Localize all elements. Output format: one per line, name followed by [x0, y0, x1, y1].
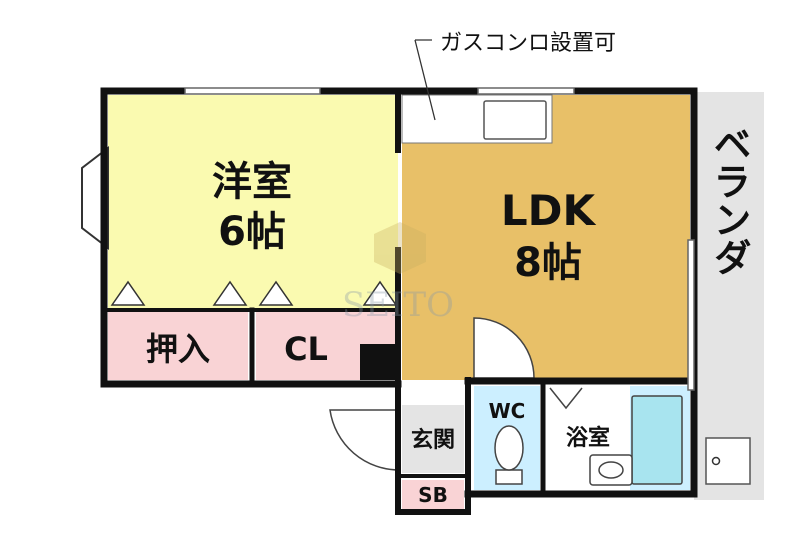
- oshiire-label: 押入: [146, 330, 210, 368]
- genkan-label: 玄関: [411, 427, 455, 453]
- veranda-label: ベランダ: [707, 124, 751, 276]
- windows: [184, 87, 695, 391]
- gas-stove-leader: [414, 39, 436, 121]
- closet-label: CL: [284, 330, 328, 368]
- genkan-area: [402, 405, 464, 473]
- sink-icon: [483, 100, 547, 140]
- washbasin-icon: [589, 454, 633, 486]
- western-room-name: 洋室: [212, 159, 292, 205]
- oshiire-closet: [108, 312, 248, 380]
- watermark: SEITO: [342, 222, 454, 325]
- ldk-room-size: 8帖: [514, 240, 582, 286]
- western-room-size: 6帖: [218, 209, 286, 255]
- toilet-icon: [494, 425, 524, 471]
- veranda-drain: [705, 437, 751, 485]
- western-room: [108, 95, 398, 310]
- watermark-text: SEITO: [342, 285, 454, 325]
- bath-door: [549, 387, 583, 410]
- bathtub-icon: [631, 395, 683, 485]
- shoebox: [402, 480, 464, 510]
- washbasin-bowl: [598, 461, 624, 479]
- closet-doors: [110, 280, 398, 306]
- gas-stove-annotation: ガスコンロ設置可: [440, 31, 616, 56]
- entry-door-swing: [329, 409, 401, 471]
- ldk-room-name: LDK: [501, 186, 597, 235]
- shoebox-label: SB: [418, 483, 448, 507]
- ldk-door-swing: [473, 317, 535, 379]
- drain-icon: [711, 456, 721, 466]
- veranda-area: [694, 92, 764, 500]
- wc-label: WC: [489, 399, 526, 423]
- toilet-tank: [495, 469, 523, 485]
- watermark-logo-icon: [374, 222, 426, 274]
- bath-label: 浴室: [566, 425, 610, 451]
- pillar: [360, 344, 398, 380]
